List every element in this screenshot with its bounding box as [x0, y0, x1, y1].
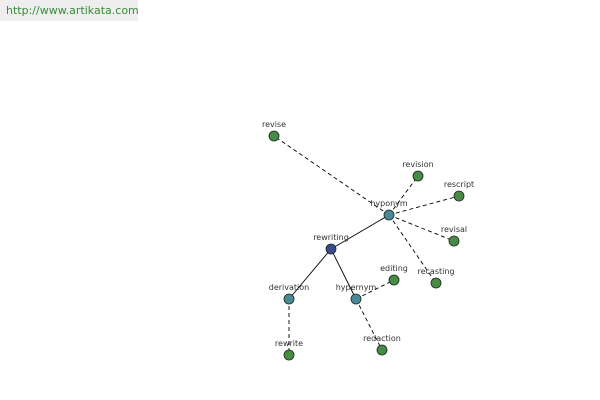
node-editing[interactable]: editing: [380, 264, 408, 286]
edge-hyponym-revise: [273, 135, 390, 216]
node-rewrite[interactable]: rewrite: [275, 339, 303, 361]
node-label-redaction: redaction: [363, 334, 401, 343]
edge-hyponym-revision: [388, 175, 419, 216]
node-label-rewrite: rewrite: [275, 339, 303, 348]
node-dot-hyponym[interactable]: [383, 209, 395, 221]
node-label-hyponym: hyponym: [370, 199, 408, 208]
node-dot-hypernym[interactable]: [350, 293, 362, 305]
node-hypernym[interactable]: hypernym: [336, 283, 377, 305]
node-label-rewriting: rewriting: [313, 233, 349, 242]
edge-hyponym-revisal: [388, 214, 455, 242]
edge-hypernym-redaction: [355, 298, 383, 351]
node-dot-derivation[interactable]: [283, 293, 295, 305]
node-dot-revision[interactable]: [412, 170, 424, 182]
node-label-revise: revise: [262, 120, 286, 129]
node-rewriting[interactable]: rewriting: [313, 233, 349, 255]
node-dot-rewrite[interactable]: [283, 349, 295, 361]
edge-hypernym-editing: [355, 279, 395, 300]
edge-rewriting-hyponym: [330, 214, 390, 250]
node-dot-editing[interactable]: [388, 274, 400, 286]
source-link[interactable]: http://www.artikata.com: [6, 4, 139, 17]
node-derivation[interactable]: derivation: [269, 283, 309, 305]
node-rescript[interactable]: rescript: [444, 180, 474, 202]
node-label-editing: editing: [380, 264, 408, 273]
node-label-hypernym: hypernym: [336, 283, 377, 292]
node-label-derivation: derivation: [269, 283, 309, 292]
node-dot-redaction[interactable]: [376, 344, 388, 356]
node-label-recasting: recasting: [417, 267, 454, 276]
node-label-revision: revision: [402, 160, 433, 169]
node-dot-revise[interactable]: [268, 130, 280, 142]
graph-nodes: rewriting hyponym derivation hypernym revise…: [262, 120, 474, 361]
node-recasting[interactable]: recasting: [417, 267, 455, 289]
graph-edges: [273, 135, 460, 355]
node-label-rescript: rescript: [444, 180, 474, 189]
node-dot-rescript[interactable]: [453, 190, 465, 202]
node-revise[interactable]: revise: [262, 120, 286, 142]
edge-rewriting-derivation: [288, 248, 332, 300]
node-dot-recasting[interactable]: [430, 277, 442, 289]
source-banner: http://www.artikata.com: [0, 0, 139, 21]
node-revisal[interactable]: revisal: [441, 225, 467, 247]
node-redaction[interactable]: redaction: [363, 334, 401, 356]
node-label-revisal: revisal: [441, 225, 467, 234]
edge-hyponym-rescript: [388, 195, 460, 216]
node-revision[interactable]: revision: [402, 160, 434, 182]
node-hyponym[interactable]: hyponym: [370, 199, 408, 221]
node-dot-rewriting[interactable]: [325, 243, 337, 255]
node-dot-revisal[interactable]: [448, 235, 460, 247]
edge-rewriting-hypernym: [330, 248, 357, 300]
